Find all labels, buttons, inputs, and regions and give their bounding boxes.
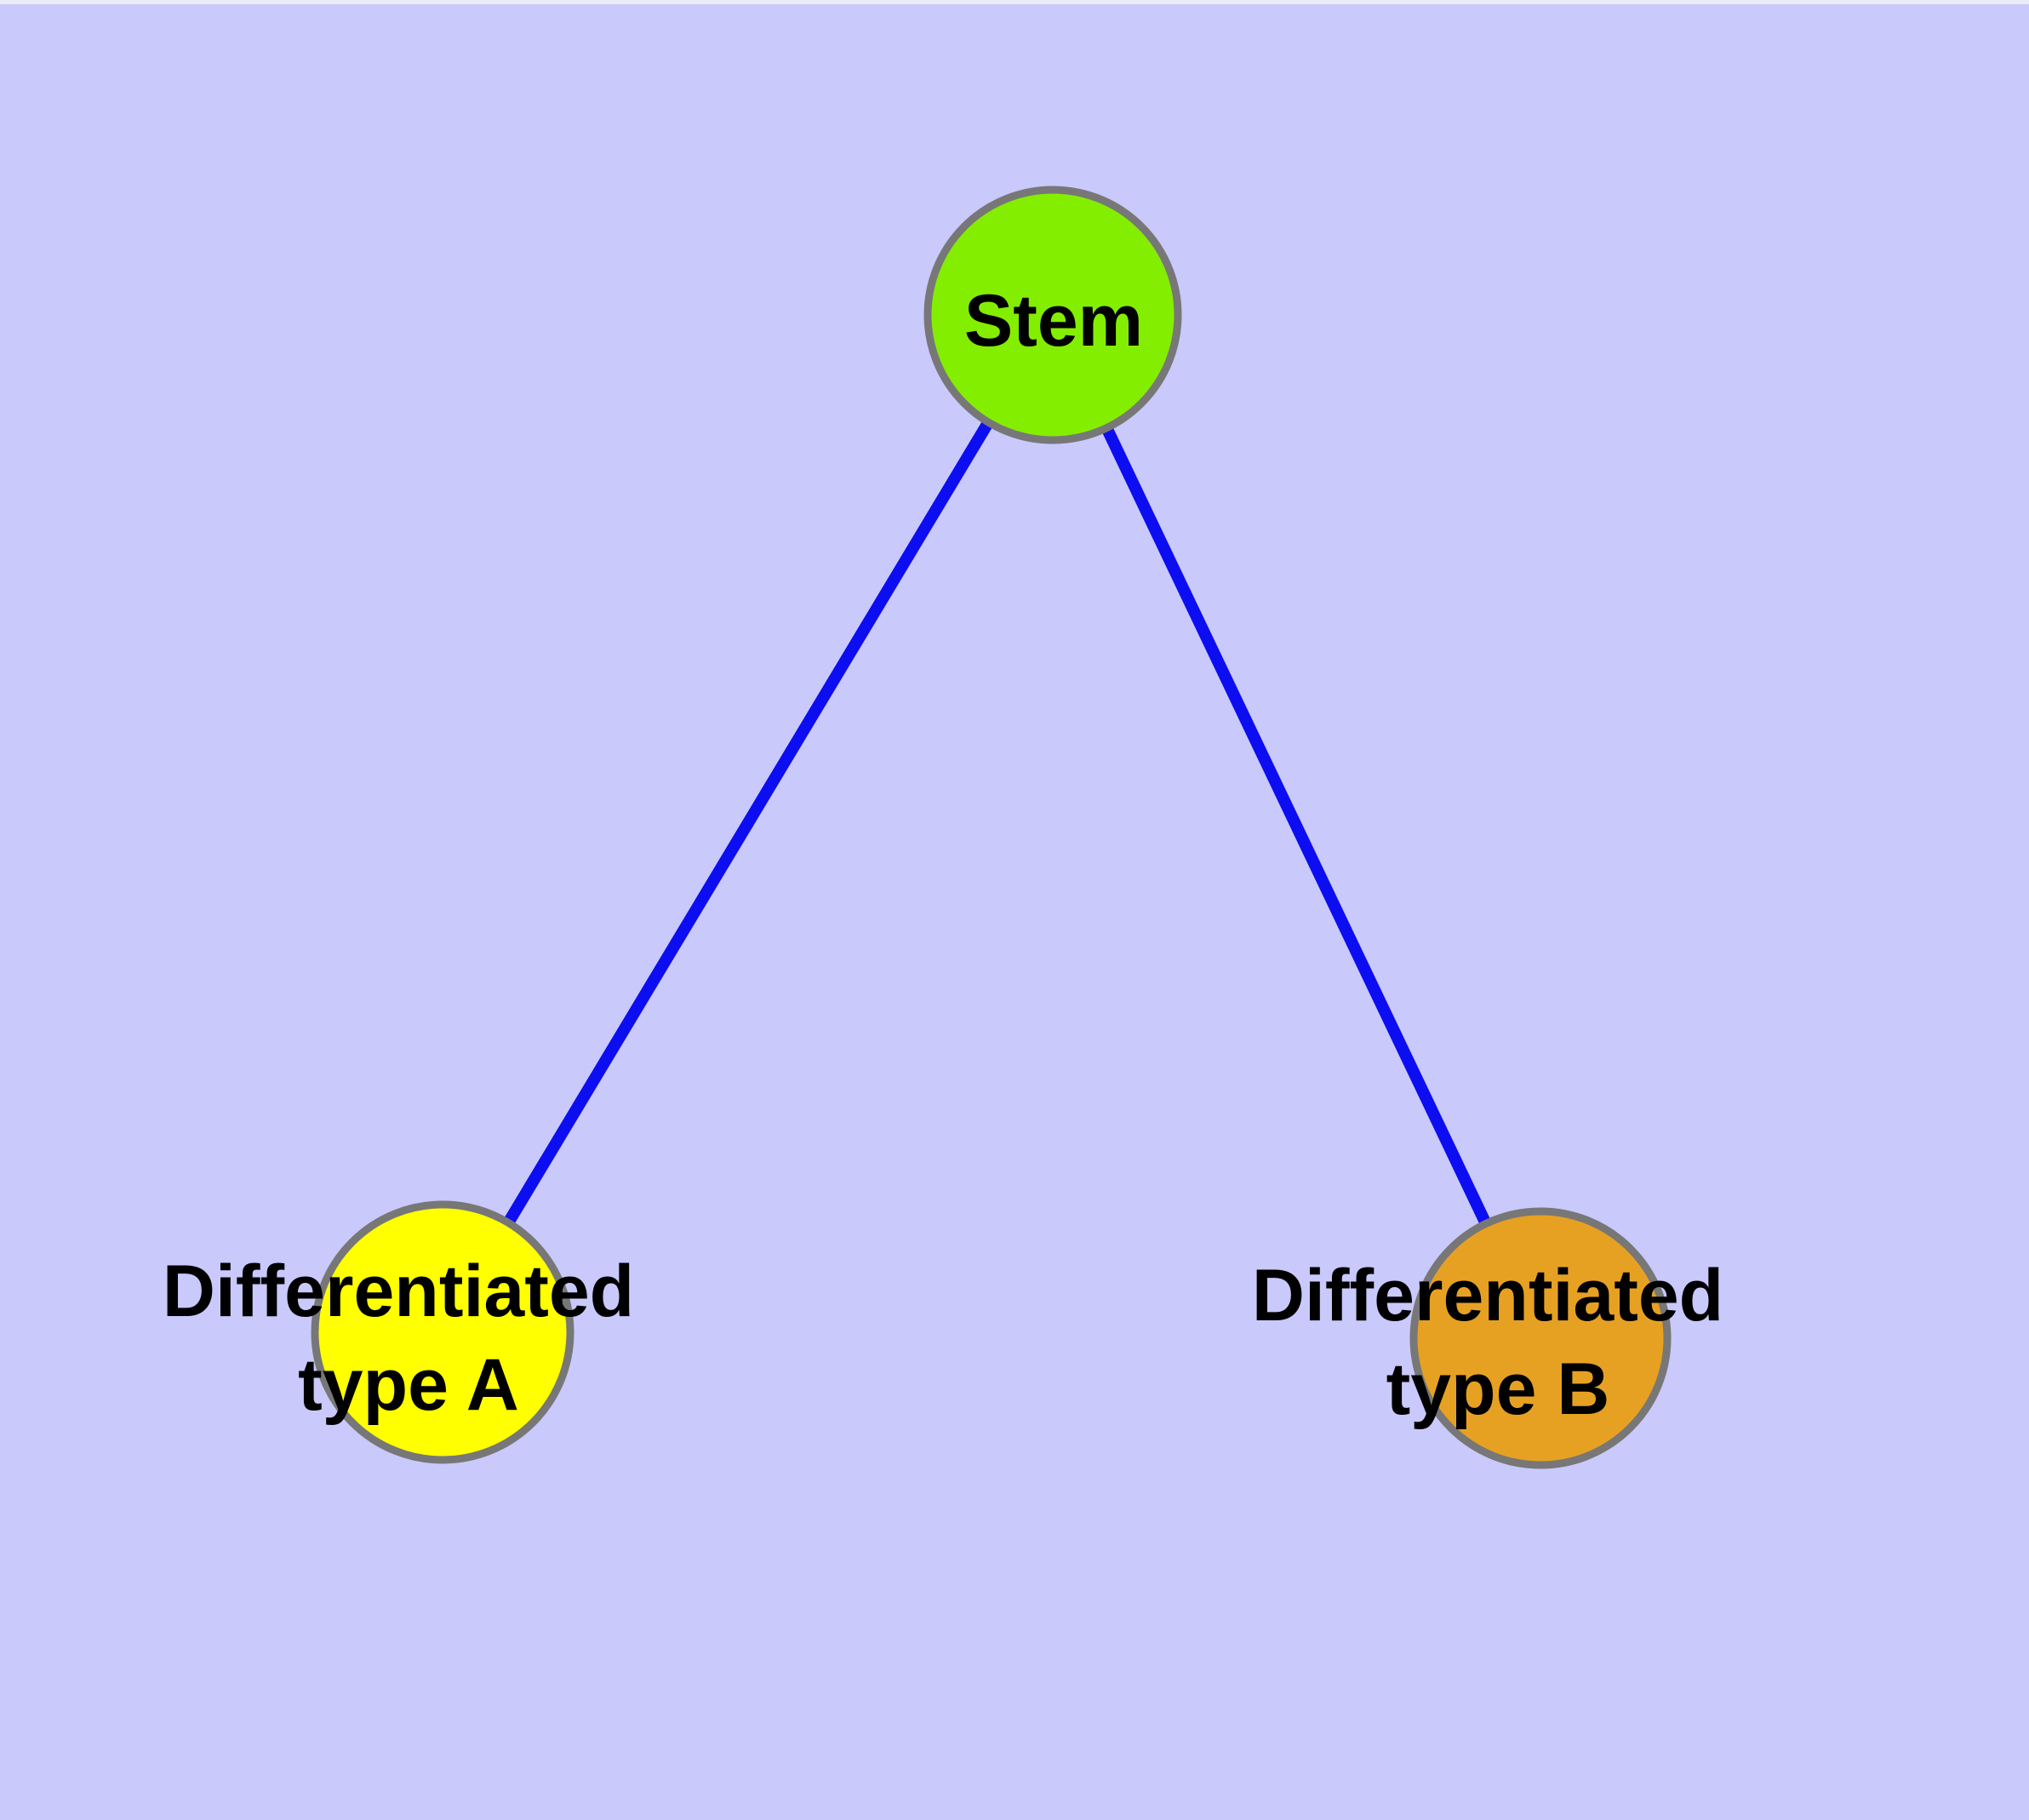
node-type-a-label: Differentiated type A: [163, 1251, 654, 1426]
edge-stem-to-type-b: [1047, 312, 1546, 1342]
node-type-a-label-line1: Differentiated: [163, 1251, 634, 1332]
node-differentiated-type-a: [311, 1200, 574, 1464]
top-edge-strip: [0, 0, 2029, 4]
node-differentiated-type-b: [1409, 1207, 1672, 1469]
node-type-a-label-line2: type A: [298, 1344, 519, 1426]
node-type-b-label: Differentiated type B: [1252, 1255, 1744, 1430]
node-stem: [923, 186, 1182, 444]
node-type-b-label-line2: type B: [1386, 1348, 1610, 1430]
edge-stem-to-type-a: [437, 312, 1059, 1336]
node-stem-label: Stem: [964, 280, 1143, 362]
node-type-b-label-line1: Differentiated: [1252, 1255, 1723, 1336]
